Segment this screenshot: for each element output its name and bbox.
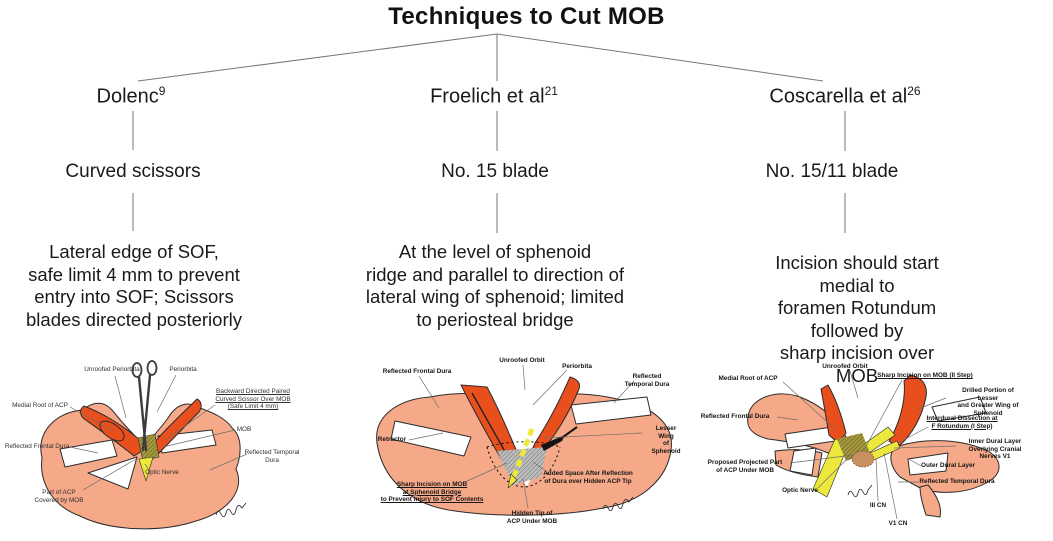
- tool-coscarella: No. 15/11 blade: [765, 161, 899, 182]
- added-space-dashed-outline: [486, 441, 561, 448]
- periorbita-left-shape: [820, 384, 847, 444]
- fig1-label-optic-nerve: Optic Nerve: [145, 469, 179, 476]
- fig1-drawing: [40, 360, 248, 530]
- fig2-label-reflected-frontal-dura: Reflected Frontal Dura: [382, 368, 452, 375]
- temporal-dura-arm-shape: [919, 484, 941, 518]
- periorbita-right-shape: [150, 398, 202, 454]
- figure-froelich-illustration: Unroofed Orbit Periorbita Reflected Fron…: [345, 355, 695, 541]
- figure-dolenc-illustration: Unroofed Periorbita Periorbita Medial Ro…: [0, 360, 330, 541]
- fig1-label-medial-root-acp: Medial Root of ACP: [12, 402, 68, 409]
- fig1-leader-lines: [69, 374, 248, 491]
- author-coscarella: Coscarella et al26: [769, 84, 920, 109]
- reflected-frontal-dura-flap: [59, 439, 118, 468]
- author-dolenc: Dolenc9: [97, 84, 166, 109]
- fig2-label-sharp-incision: Sharp Incision on MOB at Sphenoid Bridge…: [380, 481, 484, 503]
- page-title: Techniques to Cut MOB: [388, 3, 665, 30]
- fig2-label-retractor: Retractor: [377, 436, 407, 443]
- fig1-label-mob: MOB: [236, 426, 252, 433]
- author-froelich-ref: 21: [544, 84, 558, 98]
- drilled-sphenoid-flap: [931, 396, 987, 422]
- fig3-label-outer-dural-layer: Outer Dural Layer: [921, 462, 975, 469]
- artist-signature: [847, 484, 873, 498]
- fig1-label-reflected-temporal-dura: Reflected Temporal Dura: [244, 449, 300, 464]
- fig2-label-lesser-wing: Lesser Wing of Sphenoid: [651, 425, 681, 455]
- artist-signature: [602, 496, 634, 512]
- artist-signature: [215, 502, 247, 518]
- fig3-label-v1-cn: V1 CN: [888, 520, 908, 527]
- fig1-label-backward-scissor: Backward Directed Paired Curved Scissor …: [215, 388, 291, 410]
- incision-line: [510, 428, 535, 480]
- periorbita-right-arm-shape: [527, 376, 580, 460]
- fig3-label-medial-root-acp: Medial Root of ACP: [718, 375, 778, 382]
- fig3-leader-lines: [776, 370, 957, 520]
- figure-coscarella-illustration: Unroofed Orbit Medial Root of ACP Sharp …: [690, 355, 1053, 541]
- optic-nerve-shape: [138, 456, 154, 482]
- incision-arrowhead: [507, 473, 518, 489]
- description-coscarella: Incision should start medial to foramen …: [775, 252, 939, 386]
- hidden-acp-tip-shape: [497, 447, 547, 485]
- tool-froelich: No. 15 blade: [441, 161, 549, 182]
- reflected-temporal-dura-flap: [570, 396, 652, 425]
- fig3-label-reflected-frontal-dura: Reflected Frontal Dura: [700, 413, 770, 420]
- periorbita-fold-line: [471, 392, 509, 458]
- fig2-label-reflected-temporal-dura: Reflected Temporal Dura: [624, 373, 670, 388]
- fig3-label-reflected-temporal-dura: Reflected Temporal Dura: [919, 478, 995, 485]
- fig2-leader-lines: [408, 364, 643, 509]
- fig2-label-periorbita: Periorbita: [562, 363, 592, 370]
- periorbita-right-shape: [888, 374, 927, 448]
- fig3-label-optic-nerve: Optic Nerve: [782, 487, 818, 494]
- author-froelich: Froelich et al21: [430, 84, 558, 109]
- fig1-label-unroofed-periorbita: Unroofed Periorbita: [84, 366, 140, 373]
- fig3-drawing: [747, 370, 1000, 520]
- curved-scissors-icon: [131, 360, 158, 452]
- fig3-label-unroofed-orbit: Unroofed Orbit: [822, 363, 868, 370]
- blade-icon: [541, 435, 565, 451]
- author-dolenc-name: Dolenc: [96, 85, 159, 108]
- fig1-label-periorbita: Periorbita: [169, 366, 197, 373]
- proposed-acp-shape: [851, 450, 875, 468]
- retractor-shape: [390, 420, 472, 457]
- fig3-label-drilled-portion: Drilled Portion of Lesser and Greater Wi…: [957, 387, 1019, 417]
- fig3-label-sharp-incision: Sharp Incision on MOB (II Step): [877, 372, 973, 379]
- fig1-label-part-acp: Part of ACP Covered by MOB: [34, 489, 84, 504]
- fig3-label-proposed-projected: Proposed Projected Part of ACP Under MOB: [707, 459, 783, 474]
- author-coscarella-name: Coscarella et al: [769, 85, 908, 108]
- tool-dolenc: Curved scissors: [65, 161, 201, 182]
- fig3-label-iii-cn: III CN: [869, 502, 887, 509]
- author-froelich-name: Froelich et al: [430, 85, 545, 108]
- fig2-label-added-space: Added Space After Reflection of Dura ove…: [543, 470, 633, 485]
- fig2-label-hidden-tip: Hidden Tip of ACP Under MOB: [506, 510, 558, 525]
- outer-dural-notch: [907, 452, 949, 476]
- description-froelich: At the level of sphenoid ridge and paral…: [365, 241, 625, 330]
- blade-handle: [562, 426, 578, 438]
- fig2-label-unroofed-orbit: Unroofed Orbit: [499, 357, 545, 364]
- author-coscarella-ref: 26: [907, 84, 921, 98]
- fig2-drawing: [376, 364, 672, 516]
- fig3-label-inner-dural-layer: Inner Dural Layer Overlying Cranial Nerv…: [968, 438, 1022, 460]
- description-dolenc: Lateral edge of SOF, safe limit 4 mm to …: [26, 241, 242, 330]
- author-dolenc-ref: 9: [158, 84, 166, 98]
- medial-root-acp-shape: [99, 420, 125, 442]
- fig3-label-interdural-dissection: Interdural Dissection at F Rotundum (I S…: [926, 415, 998, 430]
- fig1-label-reflected-frontal-dura: Reflected Frontal Dura: [4, 443, 70, 450]
